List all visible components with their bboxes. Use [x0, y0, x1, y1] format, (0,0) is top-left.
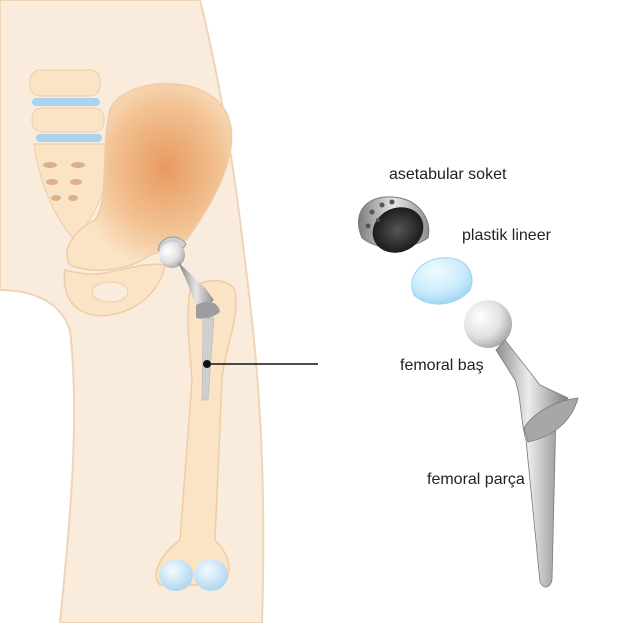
acetabular-socket	[358, 197, 430, 261]
lateral-condyle	[194, 559, 228, 591]
label-femoral-head: femoral baş	[400, 357, 484, 375]
intervertebral-disc-1	[32, 98, 100, 106]
label-femoral-stem: femoral parça	[427, 471, 525, 489]
femoral-stem	[496, 340, 578, 587]
label-acetabular-socket: asetabular soket	[389, 166, 506, 184]
medial-condyle	[159, 559, 193, 591]
plastic-liner	[412, 258, 472, 304]
label-plastic-liner: plastik lineer	[462, 227, 551, 245]
intervertebral-disc-2	[36, 134, 102, 142]
